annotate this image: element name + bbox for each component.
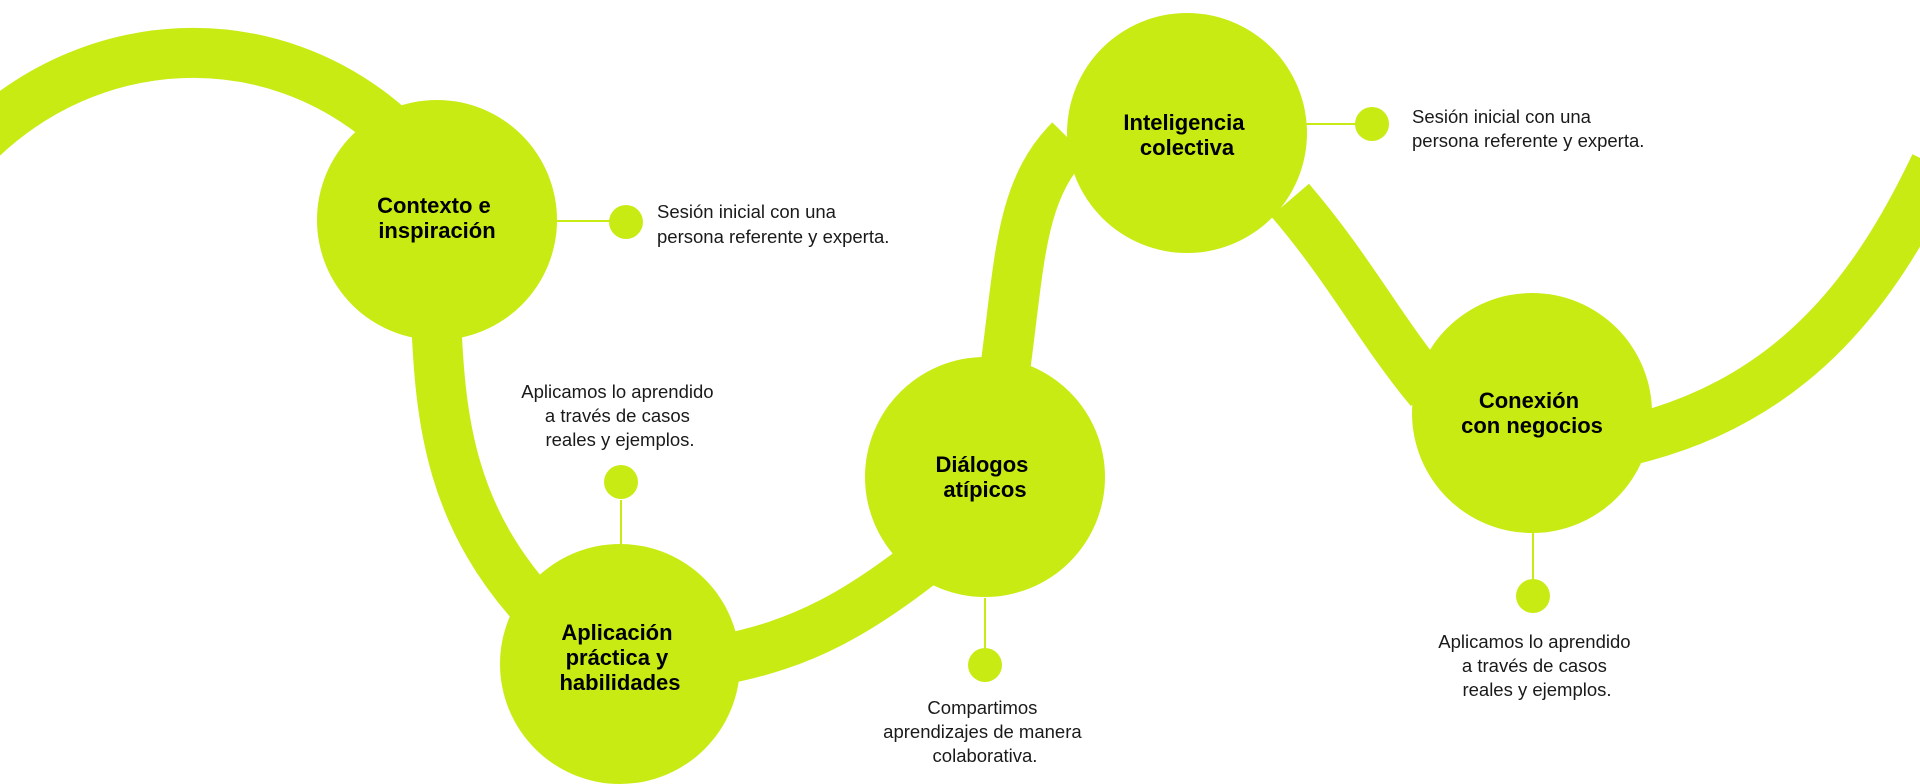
stage-title: Inteligencia colectiva	[1123, 110, 1250, 160]
stage-description: Aplicamos lo aprendido a través de casos…	[1438, 631, 1635, 700]
path-ribbon	[0, 27, 1920, 685]
stage-inteligencia-colectiva: Inteligencia colectiva Sesión inicial co…	[1067, 13, 1644, 253]
stage-description: Sesión inicial con una persona referente…	[1412, 106, 1644, 151]
stage-description: Aplicamos lo aprendido a través de casos…	[521, 381, 718, 450]
connector-dot	[1516, 579, 1550, 613]
connector-dot	[604, 465, 638, 499]
stage-node	[500, 544, 740, 784]
stage-title: Aplicación práctica y habilidades	[559, 620, 680, 695]
stage-description: Sesión inicial con una persona referente…	[657, 201, 889, 247]
stage-node	[317, 100, 557, 340]
connector-dot	[1355, 107, 1389, 141]
connector-dot	[609, 205, 643, 239]
stage-node	[1067, 13, 1307, 253]
stage-description: Compartimos aprendizajes de manera colab…	[883, 697, 1087, 766]
stage-aplicacion-practica: Aplicación práctica y habilidades Aplica…	[500, 381, 740, 784]
connector-dot	[968, 648, 1002, 682]
stage-title: Diálogos atípicos	[935, 452, 1034, 502]
stage-node	[865, 357, 1105, 597]
stage-node	[1412, 293, 1652, 533]
stage-title: Contexto e inspiración	[377, 193, 497, 243]
stage-conexion-negocios: Conexión con negocios Aplicamos lo apren…	[1412, 293, 1652, 700]
stage-dialogos-atipicos: Diálogos atípicos Compartimos aprendizaj…	[865, 357, 1105, 766]
stage-contexto-inspiracion: Contexto e inspiración Sesión inicial co…	[317, 100, 889, 340]
stage-title: Conexión con negocios	[1461, 388, 1603, 438]
